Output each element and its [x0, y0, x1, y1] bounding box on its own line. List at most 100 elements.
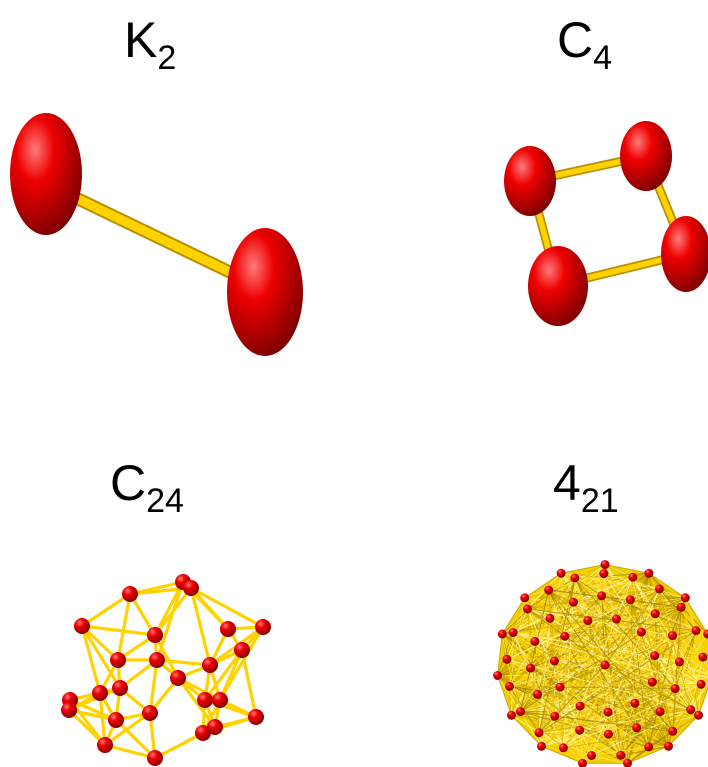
k2-atom-1	[10, 113, 82, 235]
p421-vertex	[625, 595, 635, 605]
c24-bond	[176, 676, 217, 729]
p421-bond	[562, 683, 702, 749]
p421-bond	[509, 685, 622, 756]
c24-bond	[203, 648, 244, 702]
p421-bond	[512, 632, 622, 756]
p421-bond	[520, 711, 674, 732]
c24-atom	[92, 685, 108, 701]
p421-bond	[506, 573, 605, 660]
c24-bond	[189, 586, 265, 629]
c24-atom	[248, 709, 264, 725]
p421-vertex	[493, 671, 503, 680]
p421-bond	[672, 714, 699, 732]
c24-bond	[153, 580, 185, 637]
label-c24: C24	[110, 458, 184, 518]
c24-atom	[149, 652, 165, 668]
p421-bond	[524, 576, 634, 599]
c24-atom	[147, 627, 163, 643]
c24-bond	[148, 658, 159, 715]
c24-bond	[80, 624, 120, 662]
p421-bond	[668, 709, 692, 747]
p421-bond	[497, 640, 536, 676]
label-c24-subscript: 24	[146, 482, 184, 520]
c24-atom	[110, 652, 126, 668]
c24-molecule	[61, 574, 271, 766]
p421-vertex	[670, 684, 680, 694]
p421-vertex	[650, 651, 660, 661]
p421-vertex	[560, 631, 570, 641]
p421-bond	[582, 754, 622, 764]
c24-atom	[183, 580, 199, 596]
p421-bond	[506, 658, 592, 756]
p421-vertex	[668, 726, 678, 736]
p421-vertex	[568, 597, 578, 607]
p421-vertex	[507, 710, 516, 720]
p421-vertex	[632, 723, 642, 733]
p421-bond	[548, 589, 674, 732]
p421-vertex	[575, 725, 585, 735]
p421-bond	[678, 661, 699, 716]
p421-vertex	[664, 741, 673, 751]
c4-atom-1	[504, 146, 556, 216]
p421-bond	[591, 588, 660, 756]
p421-vertex	[533, 689, 542, 699]
p421-bond	[629, 599, 674, 732]
p421-bond	[648, 572, 656, 615]
p421-bond	[620, 576, 634, 756]
p421-vertex	[603, 729, 613, 739]
c24-atom	[142, 705, 158, 721]
p421-bond	[534, 601, 574, 642]
p421-vertex	[550, 711, 560, 721]
k2-molecule	[10, 113, 303, 356]
p421-bond	[538, 577, 576, 734]
p421-vertex	[698, 652, 708, 662]
p421-vertex	[537, 741, 546, 751]
p421-vertex	[583, 616, 593, 626]
p421-vertex	[508, 628, 518, 638]
p421-vertex	[558, 743, 568, 753]
p421-vertex	[636, 627, 646, 637]
p421-bond	[520, 589, 550, 713]
c24-bond	[218, 625, 265, 702]
p421-bond	[698, 683, 702, 716]
p421-bond	[632, 576, 702, 685]
p421-bond	[520, 601, 574, 713]
p421-bond	[520, 573, 605, 713]
p421-bond	[526, 588, 660, 610]
c24-atom	[122, 586, 138, 602]
p421-bond	[604, 630, 697, 666]
p421-bond	[620, 688, 676, 756]
p421-vertex	[575, 701, 585, 711]
p421-vertex	[703, 629, 708, 639]
p421-bond	[512, 632, 674, 732]
p421-atoms	[493, 560, 708, 767]
c4-molecule	[504, 121, 708, 326]
c24-bond	[67, 708, 118, 722]
c24-bond	[98, 691, 107, 747]
p421-vertex	[534, 728, 544, 738]
c24-atom	[212, 692, 228, 708]
p421-bond	[604, 664, 692, 711]
c24-bond	[80, 624, 122, 690]
p421-bond	[591, 709, 692, 756]
p421-vertex	[680, 593, 690, 603]
p421-vertex	[628, 572, 638, 582]
p421-vertex	[520, 593, 530, 603]
c24-bond	[116, 592, 132, 662]
c24-bond	[67, 708, 107, 747]
c24-bond	[67, 686, 122, 712]
c24-atom	[112, 680, 128, 696]
p421-vertex	[691, 626, 701, 636]
c24-atom	[220, 621, 236, 637]
c24-atom	[195, 725, 211, 741]
p421-vertex	[694, 710, 703, 720]
p421-vertex	[654, 584, 664, 594]
p421-bond	[604, 588, 660, 666]
c24-atom	[170, 670, 186, 686]
c24-bond	[155, 658, 212, 667]
p421-bond	[512, 597, 526, 634]
c24-bond	[128, 592, 157, 637]
p421-vertex	[650, 609, 660, 619]
c24-bond	[103, 711, 152, 747]
